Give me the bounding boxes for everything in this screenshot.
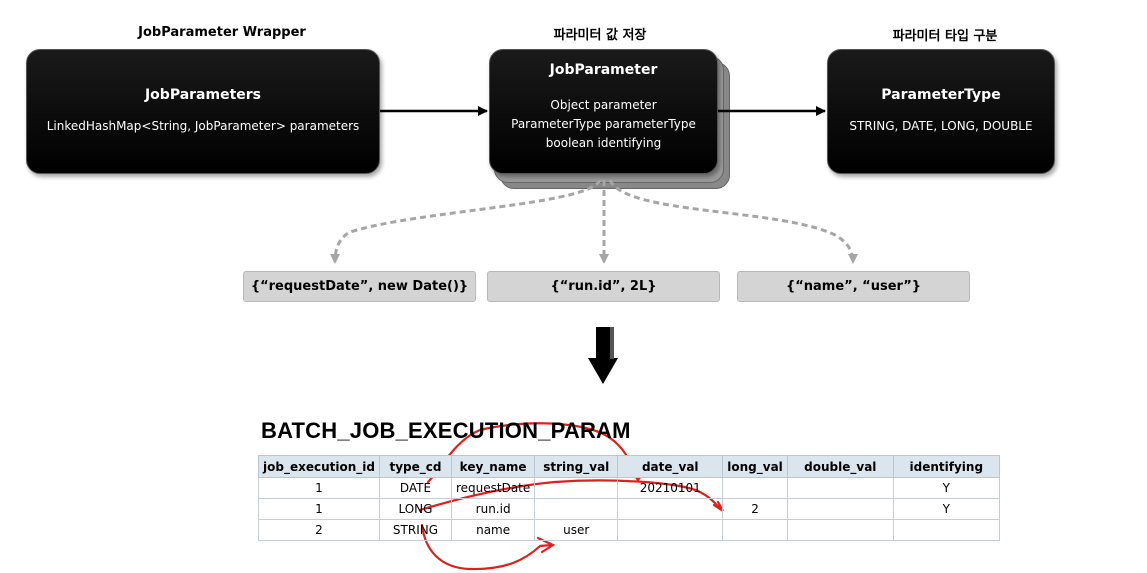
header-double-val: double_val xyxy=(786,455,894,478)
caption-store: 파라미터 값 저장 xyxy=(553,28,647,43)
cell-date-val: 20210101 xyxy=(617,477,724,499)
cell-job-execution-id: 2 xyxy=(258,519,380,541)
cell-long-val: 2 xyxy=(722,498,788,520)
table-row: 1 LONG run.id 2 Y xyxy=(258,498,1000,520)
example-run-id: {“run.id”, 2L} xyxy=(487,271,720,302)
job-parameters-title: JobParameters xyxy=(144,87,262,103)
job-parameter-field-object: Object parameter xyxy=(550,98,657,112)
parameter-type-values: STRING, DATE, LONG, DOUBLE xyxy=(849,119,1033,133)
job-parameters-box: JobParameters LinkedHashMap<String, JobP… xyxy=(26,49,380,174)
table-title: BATCH_JOB_EXECUTION_PARAM xyxy=(261,418,631,443)
execution-param-table: job_execution_id type_cd key_name string… xyxy=(258,455,1000,541)
down-arrow-icon xyxy=(588,327,618,384)
cell-type-cd: DATE xyxy=(378,477,452,499)
header-date-val: date_val xyxy=(617,455,724,478)
cell-key-name: run.id xyxy=(450,498,536,520)
cell-identifying xyxy=(892,519,1000,541)
cell-job-execution-id: 1 xyxy=(258,477,380,499)
cell-double-val xyxy=(786,519,894,541)
header-identifying: identifying xyxy=(892,455,1000,478)
cell-date-val xyxy=(617,498,724,520)
cell-date-val xyxy=(617,519,724,541)
job-parameters-field: LinkedHashMap<String, JobParameter> para… xyxy=(46,119,360,133)
cell-string-val: user xyxy=(534,519,619,541)
header-long-val: long_val xyxy=(722,455,788,478)
cell-double-val xyxy=(786,498,894,520)
dashed-arrow-name xyxy=(608,179,858,264)
header-key-name: key_name xyxy=(450,455,536,478)
cell-string-val xyxy=(534,498,619,520)
header-job-execution-id: job_execution_id xyxy=(258,455,380,478)
caption-wrapper: JobParameter Wrapper xyxy=(138,25,306,40)
job-parameter-field-type: ParameterType parameterType xyxy=(511,117,696,131)
table-row: 1 DATE requestDate 20210101 Y xyxy=(258,477,1000,499)
cell-string-val xyxy=(534,477,619,499)
job-parameter-box: JobParameter Object parameter ParameterT… xyxy=(489,49,718,174)
cell-key-name: requestDate xyxy=(450,477,536,499)
cell-type-cd: STRING xyxy=(378,519,452,541)
job-parameter-field-identifying: boolean identifying xyxy=(545,136,662,150)
cell-type-cd: LONG xyxy=(378,498,452,520)
table-header-row: job_execution_id type_cd key_name string… xyxy=(258,455,1000,478)
cell-identifying: Y xyxy=(892,498,1000,520)
header-string-val: string_val xyxy=(534,455,619,478)
cell-double-val xyxy=(786,477,894,499)
parameter-type-box: ParameterType STRING, DATE, LONG, DOUBLE xyxy=(827,49,1055,174)
example-request-date: {“requestDate”, new Date()} xyxy=(243,271,476,302)
header-type-cd: type_cd xyxy=(378,455,452,478)
cell-key-name: name xyxy=(450,519,536,541)
cell-identifying: Y xyxy=(892,477,1000,499)
example-name: {“name”, “user”} xyxy=(737,271,970,302)
cell-job-execution-id: 1 xyxy=(258,498,380,520)
cell-long-val xyxy=(722,477,788,499)
caption-type: 파라미터 타입 구분 xyxy=(892,29,998,44)
table-row: 2 STRING name user xyxy=(258,519,1000,541)
job-parameter-title: JobParameter xyxy=(549,62,658,78)
dashed-arrow-request-date xyxy=(330,179,602,264)
parameter-type-title: ParameterType xyxy=(881,87,1001,103)
cell-long-val xyxy=(722,519,788,541)
